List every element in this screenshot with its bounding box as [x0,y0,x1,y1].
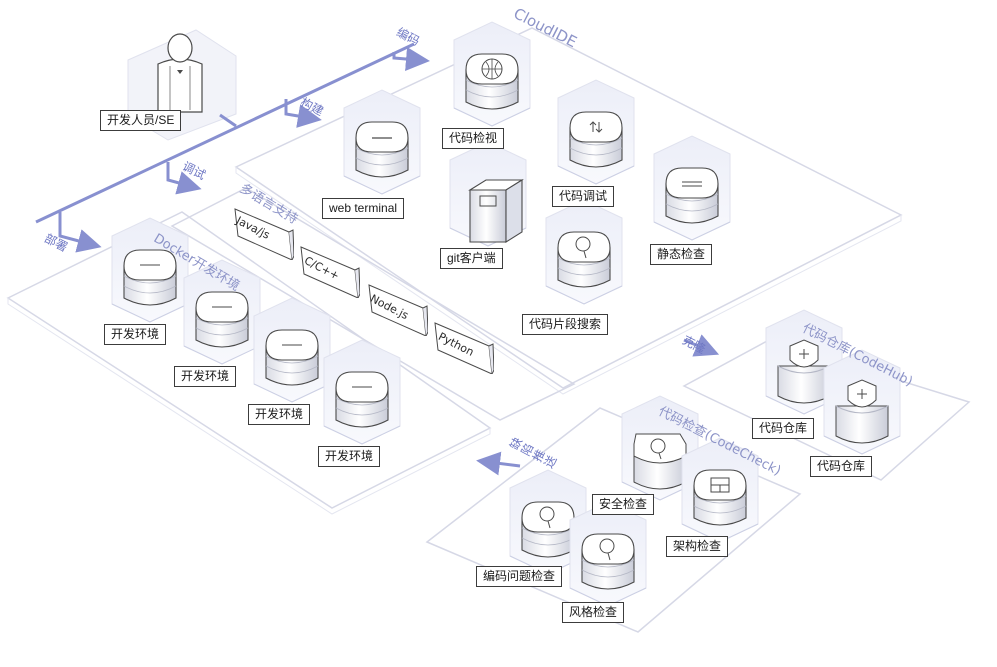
dev-env-1-icon [111,217,189,323]
dev-env-3-icon [253,297,331,403]
repo-1-label: 代码仓库 [752,418,815,439]
security-check-label: 安全检查 [592,494,655,515]
repo-1-icon [765,309,843,415]
developer-person-icon [157,33,203,113]
git-client-label: git客户端 [440,248,503,269]
dev-env-2-icon [183,259,261,365]
dev-env-1-label: 开发环境 [104,324,167,345]
cloudide-panel [234,27,903,395]
snippet-search-icon [545,199,623,305]
code-debug-label: 代码调试 [552,186,615,207]
static-check-label: 静态检查 [650,244,713,265]
static-check-icon [653,135,731,241]
pipeline-arrows [35,42,720,476]
dev-env-4-icon [323,339,401,445]
language-card-java: Java/js [234,208,294,260]
dev-env-4-label: 开发环境 [318,446,381,467]
language-card-python: Python [434,322,494,374]
language-card-node: Node.js [368,284,428,336]
architecture-check-icon [681,437,759,543]
dev-env-3-label: 开发环境 [248,404,311,425]
style-check-label: 风格检查 [562,602,625,623]
terminal-icon [343,89,421,195]
coding-issue-icon [509,469,587,575]
coding-issue-label: 编码问题检查 [476,566,563,587]
code-review-label: 代码检视 [442,128,505,149]
language-card-cpp: C/C++ [300,246,360,298]
codehub-panel [682,339,971,481]
architecture-check-label: 架构检查 [666,536,729,557]
style-check-icon [569,501,647,607]
code-review-icon [453,21,531,127]
git-client-icon [449,141,527,247]
snippet-search-label: 代码片段搜索 [522,314,609,335]
dev-env-2-label: 开发环境 [174,366,237,387]
repo-2-icon [823,349,901,455]
debug-icon [557,79,635,185]
web-terminal-label: web terminal [322,198,405,219]
repo-2-label: 代码仓库 [810,456,873,477]
developer-label: 开发人员/SE [100,110,182,131]
